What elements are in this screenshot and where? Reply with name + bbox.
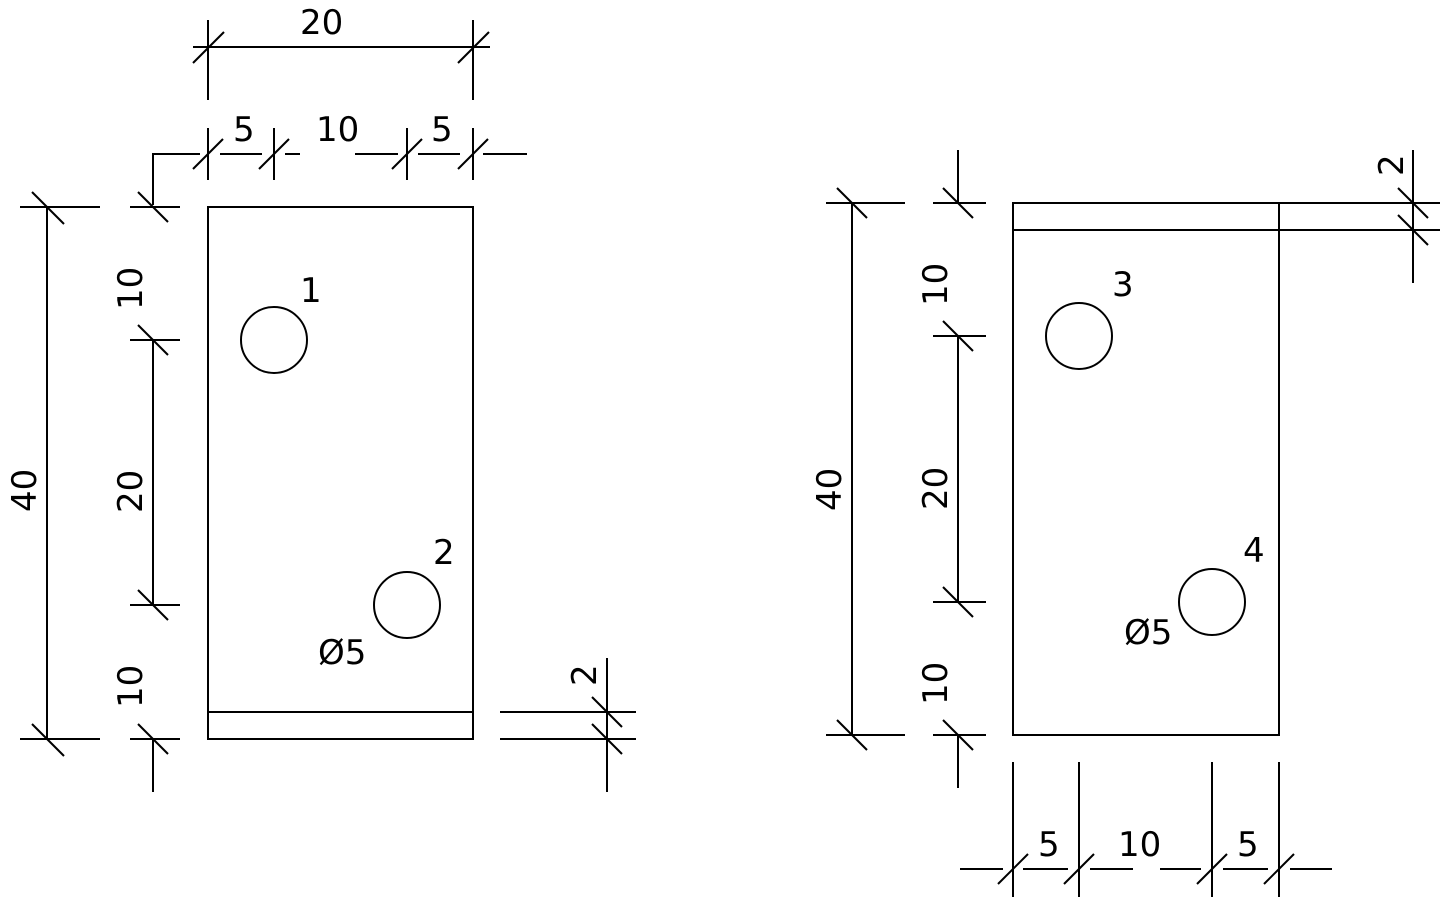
right-spacing-y-bottom-label: 10: [916, 662, 956, 705]
right-overall-height-dimension: 40: [810, 187, 905, 751]
left-spacing-x-right-label: 5: [431, 110, 453, 150]
right-hole-3: [1045, 302, 1113, 370]
left-view: 1 2 Ø5 20 5 10: [5, 3, 636, 792]
left-overall-width-label: 20: [300, 3, 343, 43]
left-thickness-dimension: 2: [500, 658, 636, 792]
right-hole-spacing-y-dimension: 10 20 10: [916, 150, 986, 788]
right-hole-4-label: 4: [1243, 531, 1265, 571]
right-hole-spacing-x-dimension: 5 10 5: [960, 762, 1332, 897]
right-overall-height-label: 40: [810, 468, 850, 511]
right-hole-3-label: 3: [1112, 265, 1134, 305]
right-thickness-dimension: 2: [1279, 150, 1440, 283]
right-spacing-x-middle-label: 10: [1118, 825, 1161, 865]
right-spacing-x-right-label: 5: [1237, 825, 1259, 865]
left-spacing-x-middle-label: 10: [316, 110, 359, 150]
left-spacing-y-middle-label: 20: [111, 470, 151, 513]
right-hole-diameter-label: Ø5: [1124, 613, 1172, 653]
left-hole-spacing-y-dimension: 10 20 10: [111, 191, 180, 792]
left-spacing-y-top-label: 10: [111, 267, 151, 310]
right-hole-4: [1178, 568, 1246, 636]
right-spacing-x-left-label: 5: [1038, 825, 1060, 865]
right-plate-outline: [1012, 202, 1280, 736]
left-thickness-label: 2: [565, 664, 605, 686]
left-overall-height-label: 40: [5, 469, 45, 512]
left-spacing-y-bottom-label: 10: [111, 665, 151, 708]
left-overall-height-dimension: 40: [5, 191, 100, 757]
left-hole-1-label: 1: [300, 271, 322, 311]
left-plate-outline: [207, 206, 474, 740]
left-hole-spacing-x-dimension: 5 10 5: [152, 110, 527, 205]
left-hole-2: [373, 571, 441, 639]
left-hole-diameter-label: Ø5: [318, 633, 366, 673]
right-view: 3 4 Ø5 40 10 20 10: [810, 150, 1440, 897]
left-hole-2-label: 2: [433, 533, 455, 573]
left-hole-1: [240, 306, 308, 374]
left-overall-width-dimension: 20: [192, 3, 490, 100]
right-thickness-label: 2: [1372, 154, 1412, 176]
left-spacing-x-left-label: 5: [233, 110, 255, 150]
right-spacing-y-top-label: 10: [916, 263, 956, 306]
right-spacing-y-middle-label: 20: [916, 467, 956, 510]
